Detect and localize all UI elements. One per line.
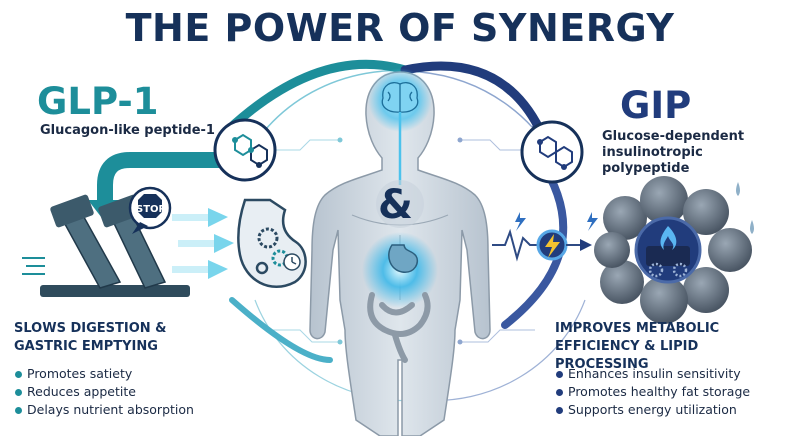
glp1-benefit-item: Reduces appetite (14, 383, 194, 401)
gip-heading-line1: IMPROVES METABOLIC (555, 321, 720, 336)
stop-sign-label: STOP (136, 204, 166, 215)
intestines-icon (367, 292, 431, 363)
stop-icon (128, 186, 172, 234)
ampersand-connector: & (378, 182, 413, 228)
gip-benefit-item: Promotes healthy fat storage (555, 383, 750, 401)
gip-effect-heading: IMPROVES METABOLIC EFFICIENCY & LIPID PR… (555, 320, 795, 374)
motion-arrows (172, 208, 234, 279)
gip-benefits-list: Enhances insulin sensitivity Promotes he… (555, 365, 750, 419)
glp1-title: GLP-1 (37, 80, 159, 123)
glp1-benefits-list: Promotes satiety Reduces appetite Delays… (14, 365, 194, 419)
gip-title: GIP (620, 84, 692, 127)
gip-full-name-line2: insulinotropic polypeptide (602, 145, 703, 176)
gip-benefit-item: Enhances insulin sensitivity (555, 365, 750, 383)
gip-benefit-item: Supports energy utilization (555, 401, 750, 419)
gip-heading-line2: EFFICIENCY & LIPID PROCESSING (555, 339, 699, 372)
brake-pedal-icon (22, 194, 190, 297)
molecule-icon-gip (520, 120, 584, 184)
gip-full-name: Glucose-dependent insulinotropic polypep… (602, 129, 772, 177)
glp1-heading-line1: SLOWS DIGESTION & (14, 321, 167, 336)
glp1-heading-line2: GASTRIC EMPTYING (14, 339, 158, 354)
brain-icon (381, 82, 419, 113)
glp1-benefit-item: Promotes satiety (14, 365, 194, 383)
molecule-icon (213, 118, 277, 182)
glp1-benefit-item: Delays nutrient absorption (14, 401, 194, 419)
stomach-icon (388, 244, 419, 273)
gip-arc (400, 61, 545, 135)
fat-cell-icon (594, 176, 754, 324)
gip-full-name-line1: Glucose-dependent (602, 129, 745, 144)
page-title: THE POWER OF SYNERGY (125, 6, 675, 50)
glp1-effect-heading: SLOWS DIGESTION & GASTRIC EMPTYING (14, 320, 214, 356)
lightning-icon (492, 212, 598, 262)
glp1-full-name: Glucagon-like peptide-1 (40, 123, 215, 138)
stomach-gears-icon (237, 198, 307, 288)
glp1-return-arc (229, 297, 333, 363)
glp1-arc (223, 59, 410, 135)
glp1-feedback-arrow (97, 152, 225, 205)
